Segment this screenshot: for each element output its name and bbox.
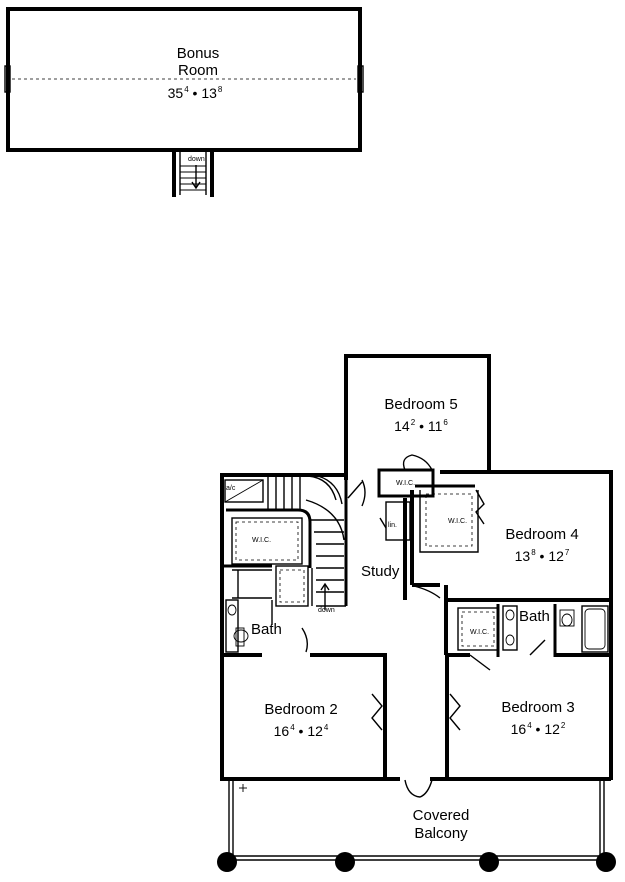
balcony-column	[479, 852, 499, 872]
bedroom-4-dimensions: 138 • 127	[514, 548, 570, 564]
bedroom-3-label: Bedroom 3	[501, 699, 575, 716]
bath-right-label: Bath	[519, 608, 550, 625]
wic-bedroom4-label: W.I.C.	[448, 518, 468, 525]
stair-down-label: down	[318, 607, 335, 614]
bonus-room-walls	[4, 7, 364, 152]
wic-left-label: W.I.C.	[252, 537, 272, 544]
study-label: Study	[361, 563, 400, 580]
bedroom-3-dimensions: 164 • 122	[510, 721, 566, 737]
balcony	[217, 781, 616, 872]
bonus-room-dimensions: 354 • 138	[167, 85, 223, 101]
bedroom-2-label: Bedroom 2	[264, 701, 338, 718]
balcony-label-line1: Covered	[412, 807, 470, 824]
ac-label: a/c	[226, 485, 236, 492]
wic-bedroom5-label: W.I.C.	[396, 480, 416, 487]
bedroom-5-dimensions: 142 • 116	[394, 418, 448, 434]
left-stair-area	[222, 475, 348, 653]
bonus-room-label-line1: Bonus	[176, 45, 220, 62]
bonus-stair	[172, 148, 214, 197]
bedroom-2-dimensions: 164 • 124	[273, 723, 329, 739]
bonus-stair-down-label: down	[188, 156, 205, 163]
balcony-column	[217, 852, 237, 872]
balcony-column	[335, 852, 355, 872]
balcony-label-line2: Balcony	[414, 825, 468, 842]
linen-label: lin.	[388, 522, 397, 529]
second-floor-walls	[220, 354, 613, 781]
bedroom-5-label: Bedroom 5	[384, 396, 458, 413]
bedroom-4-label: Bedroom 4	[505, 526, 579, 543]
balcony-column	[596, 852, 616, 872]
doors	[301, 454, 546, 798]
bath-left-label: Bath	[251, 621, 282, 638]
wic-bedroom3-label: W.I.C.	[470, 629, 490, 636]
bonus-room-label-line2: Room	[177, 62, 218, 79]
